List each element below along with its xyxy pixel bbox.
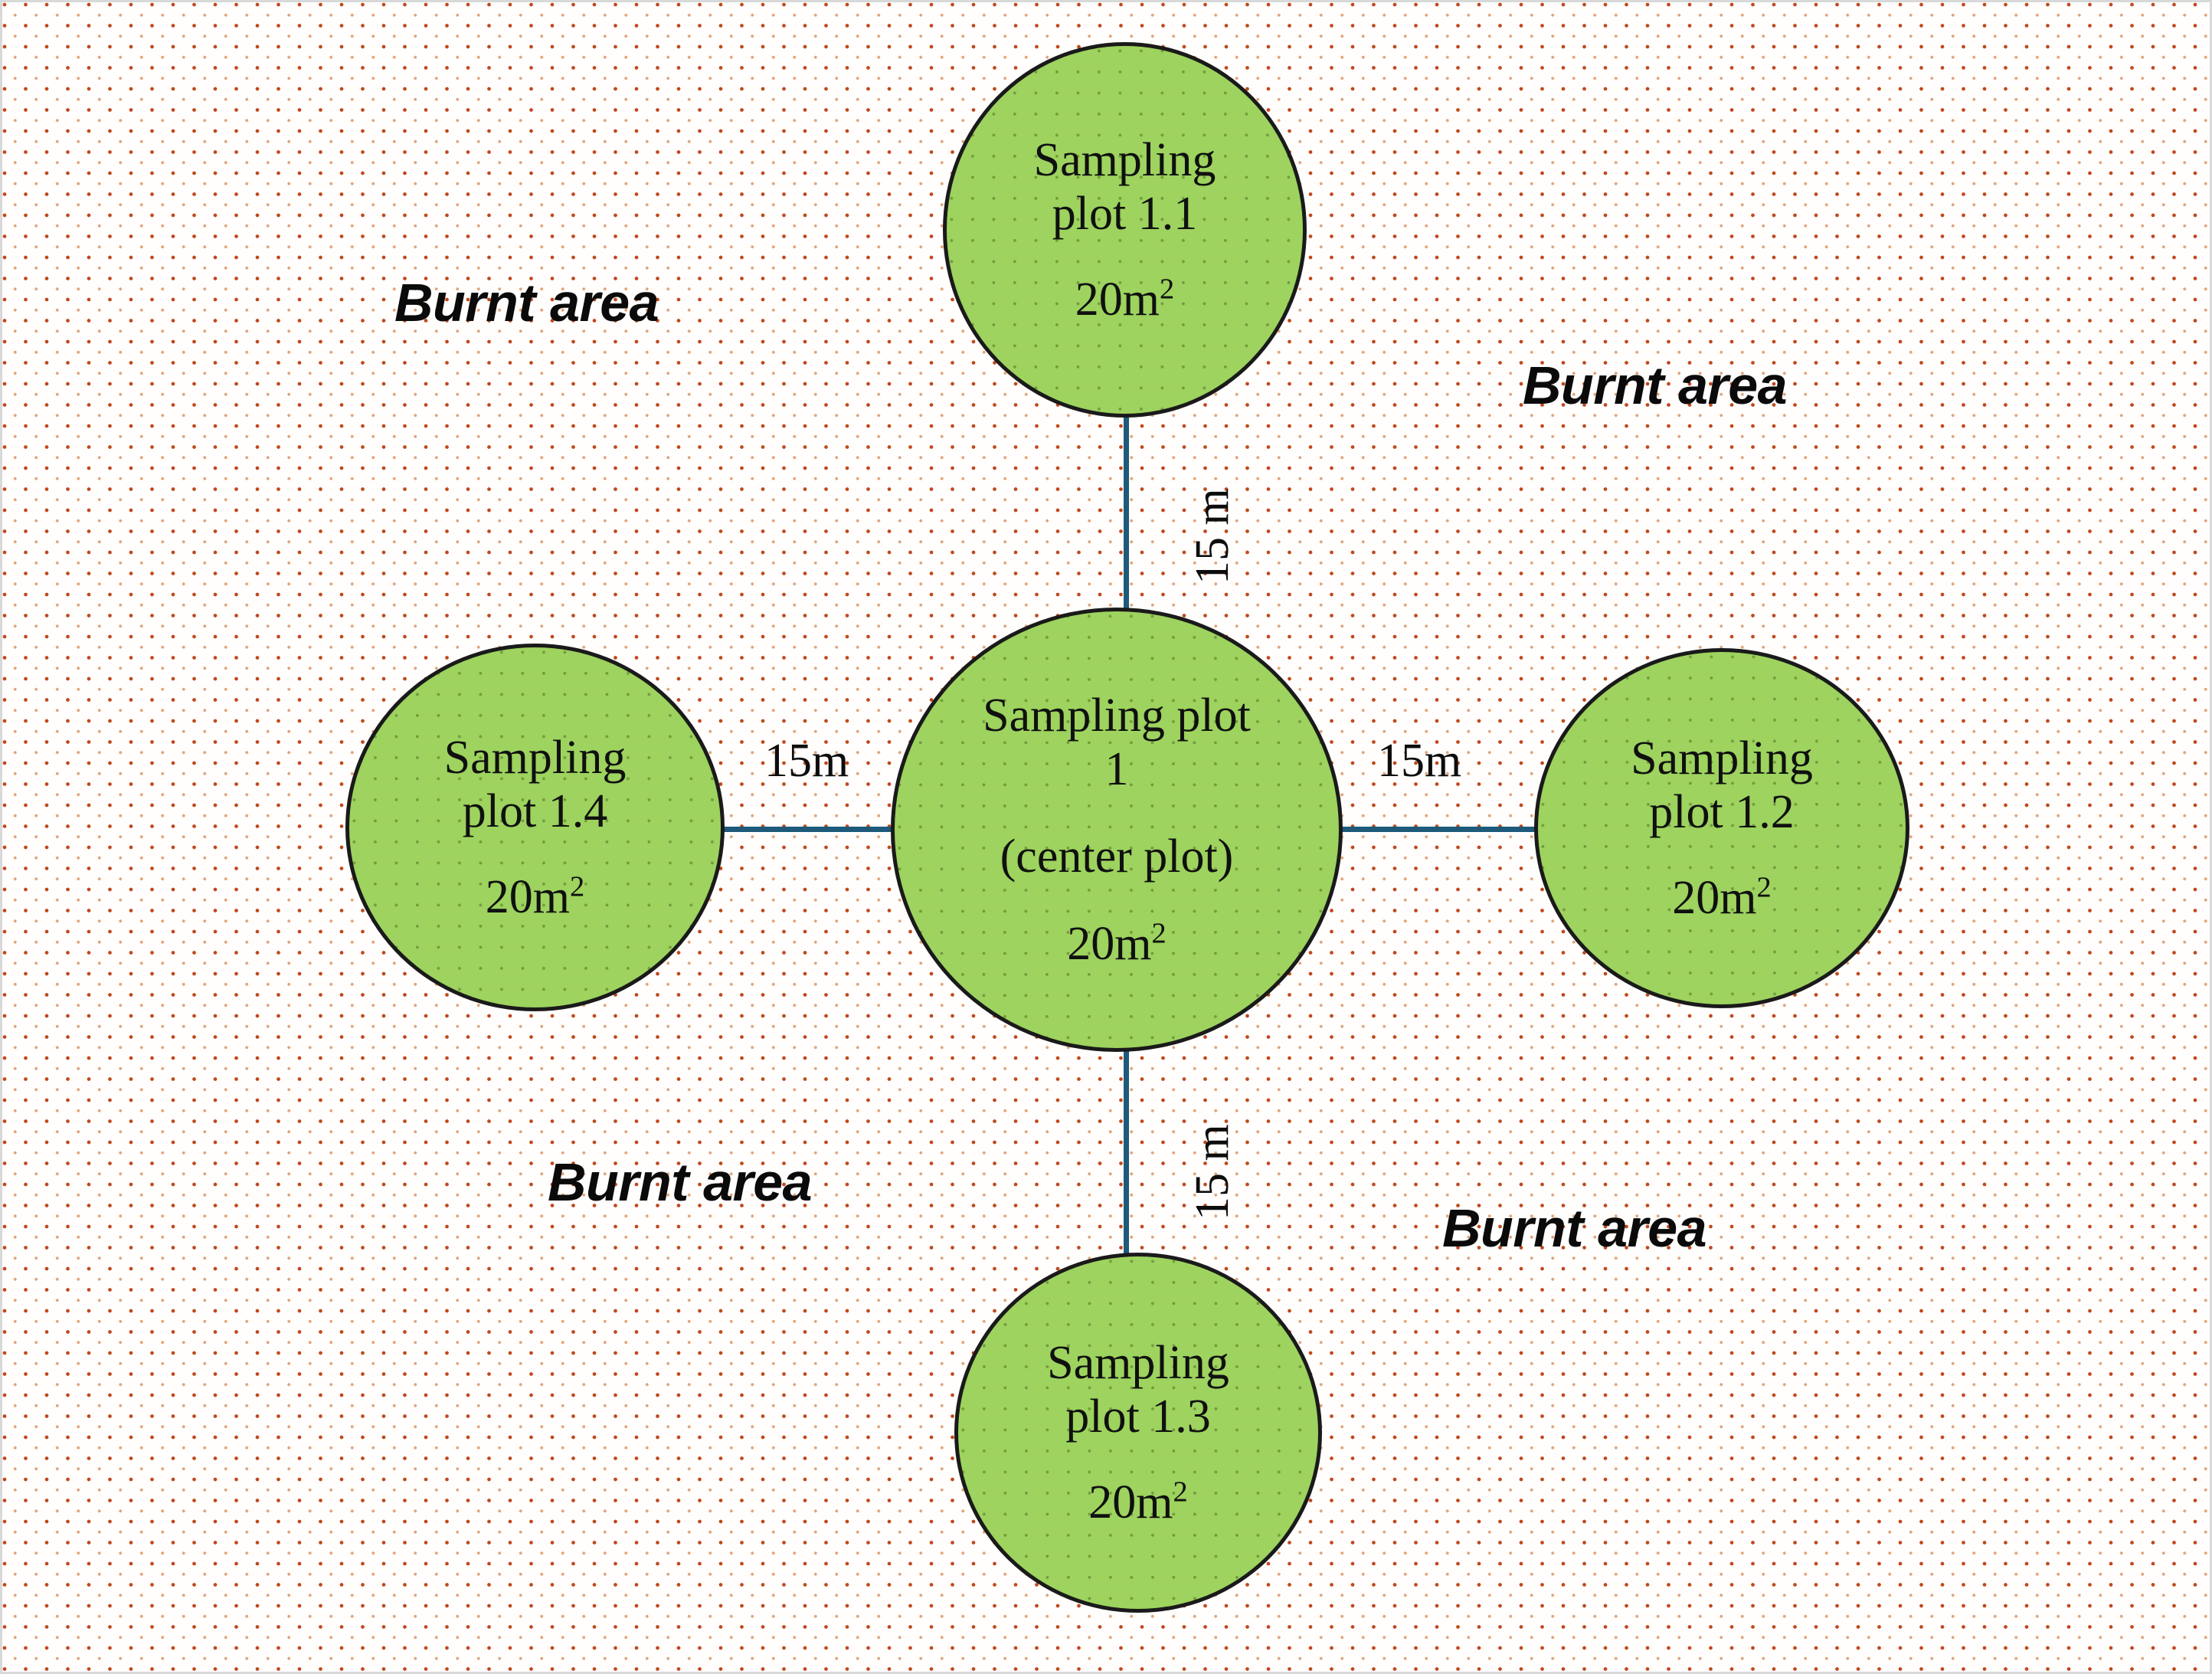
plot-center-area-value: 20m bbox=[1067, 918, 1152, 971]
distance-label-south: 15 m bbox=[1186, 1124, 1239, 1220]
sampling-plot-1-2[interactable]: Sampling plot 1.2 20m2 bbox=[1534, 648, 1909, 1008]
plot-1-4-area-exponent: 2 bbox=[570, 870, 585, 903]
connector-center-to-south bbox=[1124, 1040, 1129, 1259]
sampling-plot-1-3[interactable]: Sampling plot 1.3 20m2 bbox=[954, 1253, 1322, 1613]
connector-center-to-west bbox=[722, 827, 918, 832]
plot-1-2-area-exponent: 2 bbox=[1756, 871, 1772, 904]
plot-1-2-title: Sampling plot 1.2 bbox=[1631, 732, 1813, 838]
plot-center-subtitle: (center plot) bbox=[1000, 830, 1234, 883]
sampling-plot-1-1[interactable]: Sampling plot 1.1 20m2 bbox=[943, 42, 1307, 418]
plot-1-4-area-value: 20m bbox=[485, 871, 570, 924]
sampling-plot-1-center[interactable]: Sampling plot 1 (center plot) 20m2 bbox=[891, 608, 1343, 1052]
distance-label-west: 15m bbox=[764, 735, 849, 787]
plot-1-1-title: Sampling plot 1.1 bbox=[1033, 133, 1216, 240]
plot-1-1-area: 20m2 bbox=[1075, 273, 1174, 326]
plot-1-3-area-exponent: 2 bbox=[1173, 1476, 1188, 1509]
burnt-area-label-top-right: Burnt area bbox=[1523, 355, 1788, 415]
plot-1-1-area-exponent: 2 bbox=[1160, 273, 1175, 306]
burnt-area-label-top-left: Burnt area bbox=[394, 273, 659, 333]
plot-center-title: Sampling plot 1 bbox=[983, 689, 1251, 795]
plot-center-area: 20m2 bbox=[1067, 917, 1166, 971]
distance-label-north: 15 m bbox=[1186, 488, 1239, 585]
burnt-area-label-bottom-right: Burnt area bbox=[1442, 1198, 1707, 1258]
connector-center-to-north bbox=[1124, 416, 1129, 619]
connector-center-to-east bbox=[1335, 827, 1538, 832]
plot-1-4-title: Sampling plot 1.4 bbox=[443, 731, 627, 837]
sampling-plot-1-4[interactable]: Sampling plot 1.4 20m2 bbox=[345, 644, 725, 1011]
plot-1-3-area: 20m2 bbox=[1088, 1476, 1187, 1529]
plot-1-3-title: Sampling plot 1.3 bbox=[1047, 1336, 1229, 1443]
plot-1-1-area-value: 20m bbox=[1075, 274, 1160, 326]
plot-1-2-area-value: 20m bbox=[1672, 872, 1757, 925]
plot-1-2-area: 20m2 bbox=[1672, 871, 1771, 925]
plot-center-area-exponent: 2 bbox=[1151, 917, 1167, 950]
plot-1-3-area-value: 20m bbox=[1088, 1476, 1173, 1529]
plot-1-4-area: 20m2 bbox=[486, 870, 584, 924]
distance-label-east: 15m bbox=[1377, 735, 1462, 787]
burnt-area-label-bottom-left: Burnt area bbox=[548, 1152, 813, 1212]
